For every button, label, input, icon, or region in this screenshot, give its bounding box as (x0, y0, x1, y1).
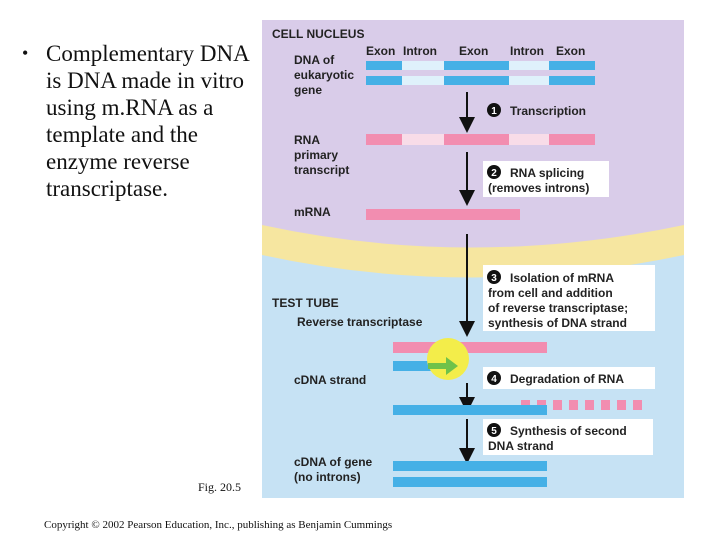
rna-fragment (633, 400, 642, 410)
step-5-line-1: Synthesis of second (510, 424, 627, 438)
step-5-badge (487, 423, 501, 437)
dna-exon-segment (366, 76, 402, 85)
dna-exon-segment (444, 61, 509, 70)
cdna-gene-label-line-2: (no introns) (294, 470, 361, 484)
step-5-number: 5 (491, 426, 497, 437)
step-5-box (483, 419, 653, 455)
header-intron-2: Intron (510, 44, 544, 58)
step-2-line-2: (removes introns) (488, 181, 589, 195)
rna-label: RNA primary transcript (294, 133, 349, 177)
figure-caption: Fig. 20.5 (198, 480, 242, 494)
step-3-line-2: from cell and addition (488, 286, 613, 300)
bullet-symbol: • (22, 43, 29, 63)
rna-fragment (553, 400, 562, 410)
mrna-template (393, 342, 547, 353)
mrna-label: mRNA (294, 205, 331, 219)
step-3-number: 3 (491, 273, 497, 284)
dna-label-line-3: gene (294, 83, 322, 97)
reverse-transcriptase-label: Reverse transcriptase (297, 315, 423, 329)
step-5-label: 5 Synthesis of second DNA strand (483, 419, 653, 455)
step-1-badge (487, 103, 501, 117)
step-4-text: Degradation of RNA (510, 372, 624, 386)
dna-intron-segment (402, 76, 444, 85)
dna-intron-segment (509, 61, 549, 70)
polymerization-arrow-icon (428, 357, 458, 375)
cdna-strand-top (393, 461, 547, 471)
rna-label-line-1: RNA (294, 133, 320, 147)
rna-intron-segment (402, 134, 444, 145)
copyright-notice: Copyright © 2002 Pearson Education, Inc.… (44, 519, 393, 531)
rna-exon-segment (444, 134, 509, 145)
gene-header: Exon Intron Exon Intron Exon (366, 44, 585, 58)
dna-gene-strands (366, 61, 595, 85)
step-3-line-1: Isolation of mRNA (510, 271, 614, 285)
dna-intron-segment (509, 76, 549, 85)
step-1-text: Transcription (510, 104, 586, 118)
single-cdna-strand (393, 405, 547, 415)
rna-label-line-3: transcript (294, 163, 349, 177)
dna-exon-segment (549, 76, 595, 85)
step-4-badge (487, 371, 501, 385)
step-2-badge (487, 165, 501, 179)
nucleus-label: CELL NUCLEUS (272, 27, 364, 41)
step-5-line-2: DNA strand (488, 439, 554, 453)
dna-exon-segment (444, 76, 509, 85)
test-tube-label: TEST TUBE (272, 296, 339, 310)
cdna-strand-label: cDNA strand (294, 373, 366, 387)
step-4-label: 4 Degradation of RNA (483, 367, 655, 389)
bullet-text: Complementary DNA is DNA made in vitro u… (46, 41, 249, 201)
header-intron-1: Intron (403, 44, 437, 58)
step-3-box (483, 265, 655, 331)
step-2-number: 2 (491, 168, 497, 179)
cdna-growing-strand (393, 361, 445, 371)
mrna-strand (366, 209, 520, 220)
header-exon-2: Exon (459, 44, 488, 58)
step-2-label: 2 RNA splicing (removes introns) (483, 161, 609, 197)
dna-label: DNA of eukaryotic gene (294, 53, 354, 97)
rna-fragment (617, 400, 626, 410)
step-1-label: 1 Transcription (487, 103, 586, 118)
rna-fragment (569, 400, 578, 410)
header-exon-1: Exon (366, 44, 395, 58)
cdna-strand-bottom (393, 477, 547, 487)
dna-label-line-1: DNA of (294, 53, 335, 67)
step-4-box (483, 367, 655, 389)
rna-fragment (601, 400, 610, 410)
rna-intron-segment (509, 134, 549, 145)
dna-exon-segment (549, 61, 595, 70)
dna-intron-segment (402, 61, 444, 70)
dna-label-line-2: eukaryotic (294, 68, 354, 82)
step-3-label: 3 Isolation of mRNA from cell and additi… (483, 265, 655, 331)
rna-label-line-2: primary (294, 148, 338, 162)
step-3-line-4: synthesis of DNA strand (488, 316, 627, 330)
rna-exon-segment (366, 134, 402, 145)
bullet-point: • Complementary DNA is DNA made in vitro… (22, 40, 262, 202)
step-2-line-1: RNA splicing (510, 166, 584, 180)
step-3-line-3: of reverse transcriptase; (488, 301, 628, 315)
rna-exon-segment (549, 134, 595, 145)
dna-exon-segment (366, 61, 402, 70)
step-4-number: 4 (491, 374, 497, 385)
step-2-box (483, 161, 609, 197)
rna-fragment (585, 400, 594, 410)
header-exon-3: Exon (556, 44, 585, 58)
step-3-badge (487, 270, 501, 284)
primary-transcript (366, 134, 595, 145)
step-1-number: 1 (491, 106, 497, 117)
cdna-gene-label-line-1: cDNA of gene (294, 455, 373, 469)
